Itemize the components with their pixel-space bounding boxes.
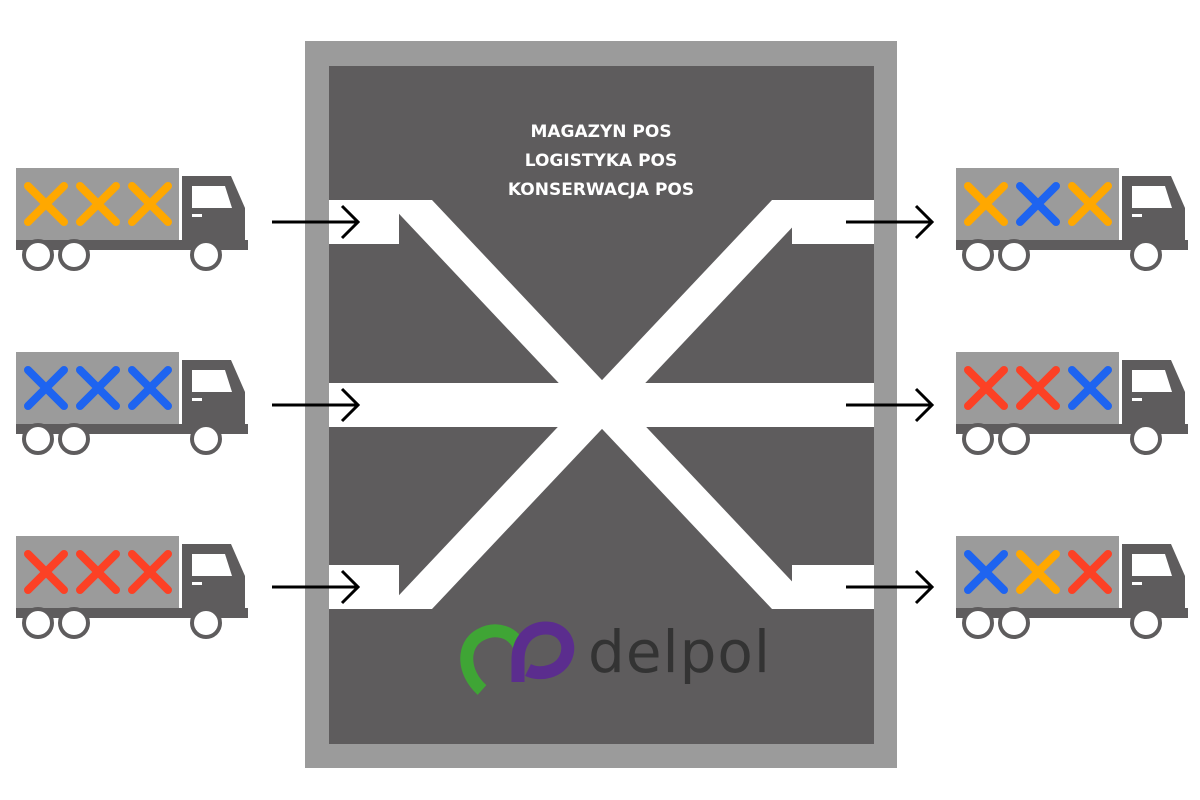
truck-chassis [956, 240, 1188, 250]
truck-window [1132, 370, 1172, 392]
x-mark-icon [1016, 366, 1060, 410]
truck-wheel [962, 607, 994, 639]
x-mark-icon [128, 182, 172, 226]
truck-window [1132, 186, 1172, 208]
warehouse-title-line-2: LOGISTYKA POS [525, 151, 678, 171]
arrow-in-2 [272, 387, 361, 423]
truck-out-1 [956, 168, 1188, 271]
truck-chassis [16, 608, 248, 618]
truck-in-1 [16, 168, 248, 271]
truck-wheel [962, 239, 994, 271]
truck-door-handle [1132, 398, 1142, 401]
truck-wheel [190, 239, 222, 271]
truck-out-3 [956, 536, 1188, 639]
x-mark-icon [128, 366, 172, 410]
x-mark-icon [24, 550, 68, 594]
arrows [272, 204, 935, 605]
truck-wheel [962, 423, 994, 455]
truck-wheel [22, 607, 54, 639]
truck-wheel [22, 239, 54, 271]
truck-chassis [16, 424, 248, 434]
truck-wheel [190, 607, 222, 639]
arrow-in-1 [272, 204, 361, 240]
truck-wheel [190, 423, 222, 455]
logo-purple-arc [511, 621, 575, 682]
truck-chassis [956, 424, 1188, 434]
truck-wheel [1130, 239, 1162, 271]
arrow-out-3 [846, 569, 935, 605]
x-mark-icon [1068, 182, 1112, 226]
x-mark-icon [76, 182, 120, 226]
lane-diagonal-up [386, 200, 818, 609]
x-mark-icon [1016, 182, 1060, 226]
truck-wheel [58, 423, 90, 455]
trucks [16, 168, 1188, 639]
truck-wheel [998, 239, 1030, 271]
truck-chassis [956, 608, 1188, 618]
truck-wheel [22, 423, 54, 455]
arrow-in-3 [272, 569, 361, 605]
truck-out-2 [956, 352, 1188, 455]
logo-text: delpol [588, 618, 771, 686]
truck-wheel [998, 607, 1030, 639]
x-mark-icon [76, 366, 120, 410]
x-mark-icon [24, 182, 68, 226]
x-mark-icon [964, 550, 1008, 594]
truck-wheel [58, 607, 90, 639]
delpol-logo: delpol [460, 618, 771, 695]
warehouse-title-line-1: MAGAZYN POS [530, 122, 671, 142]
truck-door-handle [192, 214, 202, 217]
x-mark-icon [964, 182, 1008, 226]
warehouse-title-line-3: KONSERWACJA POS [508, 180, 694, 200]
truck-window [192, 186, 232, 208]
truck-wheel [58, 239, 90, 271]
x-mark-icon [964, 366, 1008, 410]
arrow-out-2 [846, 387, 935, 423]
truck-wheel [1130, 607, 1162, 639]
truck-window [192, 554, 232, 576]
truck-window [1132, 554, 1172, 576]
truck-window [192, 370, 232, 392]
truck-door-handle [1132, 214, 1142, 217]
truck-door-handle [1132, 582, 1142, 585]
x-mark-icon [1068, 366, 1112, 410]
truck-wheel [1130, 423, 1162, 455]
warehouse: MAGAZYN POS LOGISTYKA POS KONSERWACJA PO… [305, 41, 897, 768]
x-mark-icon [24, 366, 68, 410]
arrow-out-1 [846, 204, 935, 240]
x-mark-icon [128, 550, 172, 594]
x-mark-icon [1016, 550, 1060, 594]
truck-door-handle [192, 398, 202, 401]
truck-door-handle [192, 582, 202, 585]
x-mark-icon [76, 550, 120, 594]
x-mark-icon [1068, 550, 1112, 594]
warehouse-lanes [329, 200, 874, 609]
logo-green-arc [460, 624, 527, 695]
truck-wheel [998, 423, 1030, 455]
truck-in-2 [16, 352, 248, 455]
truck-in-3 [16, 536, 248, 639]
truck-chassis [16, 240, 248, 250]
